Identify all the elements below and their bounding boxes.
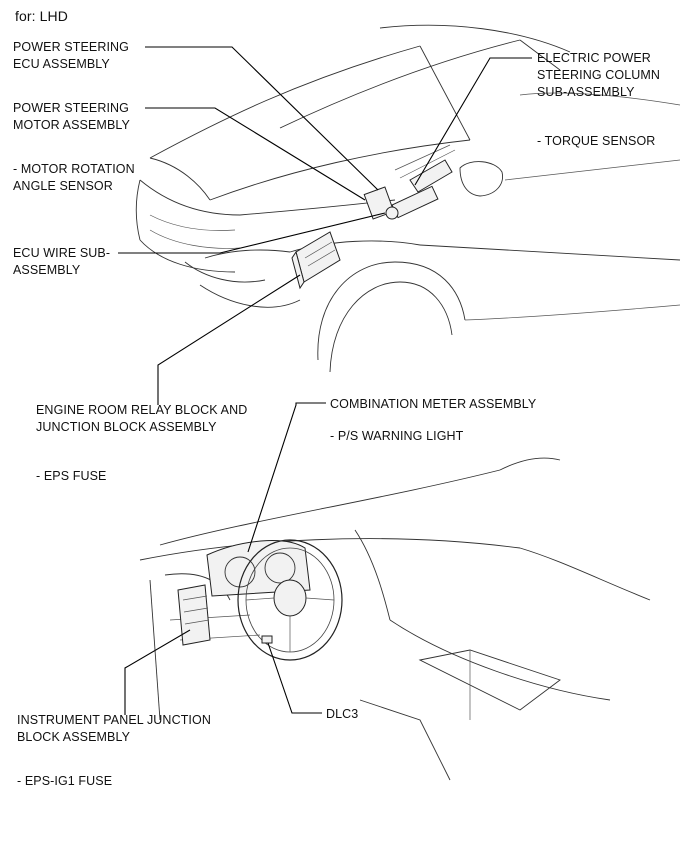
label-line: - TORQUE SENSOR bbox=[537, 134, 656, 148]
label-line: ECU ASSEMBLY bbox=[13, 57, 110, 71]
label-engine-room-relay: ENGINE ROOM RELAY BLOCK AND JUNCTION BLO… bbox=[36, 402, 247, 436]
engine-relay-block-illustration bbox=[291, 231, 341, 290]
label-line: POWER STEERING bbox=[13, 101, 129, 115]
label-line: - EPS-IG1 FUSE bbox=[17, 774, 113, 788]
ip-junction-block-illustration bbox=[177, 584, 211, 646]
label-line: POWER STEERING bbox=[13, 40, 129, 54]
label-line: ANGLE SENSOR bbox=[13, 179, 113, 193]
steering-column-illustration bbox=[363, 144, 456, 220]
label-line: - P/S WARNING LIGHT bbox=[330, 429, 464, 443]
label-ecu-wire: ECU WIRE SUB- ASSEMBLY bbox=[13, 245, 110, 279]
car-exterior-illustration bbox=[135, 24, 681, 373]
label-eps-fuse: - EPS FUSE bbox=[36, 468, 106, 485]
label-ps-warning-light: - P/S WARNING LIGHT bbox=[330, 428, 463, 445]
label-line: - MOTOR ROTATION bbox=[13, 162, 135, 176]
label-power-steering-ecu: POWER STEERING ECU ASSEMBLY bbox=[13, 39, 129, 73]
dlc3-connector-illustration bbox=[261, 635, 273, 644]
label-motor-rotation-sensor: - MOTOR ROTATION ANGLE SENSOR bbox=[13, 161, 135, 195]
label-power-steering-motor: POWER STEERING MOTOR ASSEMBLY bbox=[13, 100, 130, 134]
label-ip-junction-block: INSTRUMENT PANEL JUNCTION BLOCK ASSEMBLY bbox=[17, 712, 211, 746]
label-line: ENGINE ROOM RELAY BLOCK AND bbox=[36, 403, 248, 417]
leader-lines bbox=[118, 46, 532, 715]
label-combination-meter: COMBINATION METER ASSEMBLY bbox=[330, 396, 536, 413]
dashboard-interior-illustration bbox=[139, 457, 651, 781]
label-eps-column: ELECTRIC POWER STEERING COLUMN SUB-ASSEM… bbox=[537, 50, 660, 101]
label-eps-ig1-fuse: - EPS-IG1 FUSE bbox=[17, 773, 112, 790]
header-title: for: LHD bbox=[15, 8, 68, 24]
label-line: ECU WIRE SUB- bbox=[13, 246, 111, 260]
label-line: COMBINATION METER ASSEMBLY bbox=[330, 397, 537, 411]
label-line: STEERING COLUMN bbox=[537, 68, 661, 82]
label-line: JUNCTION BLOCK ASSEMBLY bbox=[36, 420, 217, 434]
label-line: MOTOR ASSEMBLY bbox=[13, 118, 130, 132]
label-line: SUB-ASSEMBLY bbox=[537, 85, 635, 99]
label-line: BLOCK ASSEMBLY bbox=[17, 730, 131, 744]
label-line: ELECTRIC POWER bbox=[537, 51, 651, 65]
label-line: DLC3 bbox=[326, 707, 359, 721]
label-torque-sensor: - TORQUE SENSOR bbox=[537, 133, 655, 150]
label-line: INSTRUMENT PANEL JUNCTION bbox=[17, 713, 211, 727]
label-line: ASSEMBLY bbox=[13, 263, 81, 277]
label-line: - EPS FUSE bbox=[36, 469, 107, 483]
label-dlc3: DLC3 bbox=[326, 706, 358, 723]
steering-wheel-illustration bbox=[237, 539, 343, 661]
